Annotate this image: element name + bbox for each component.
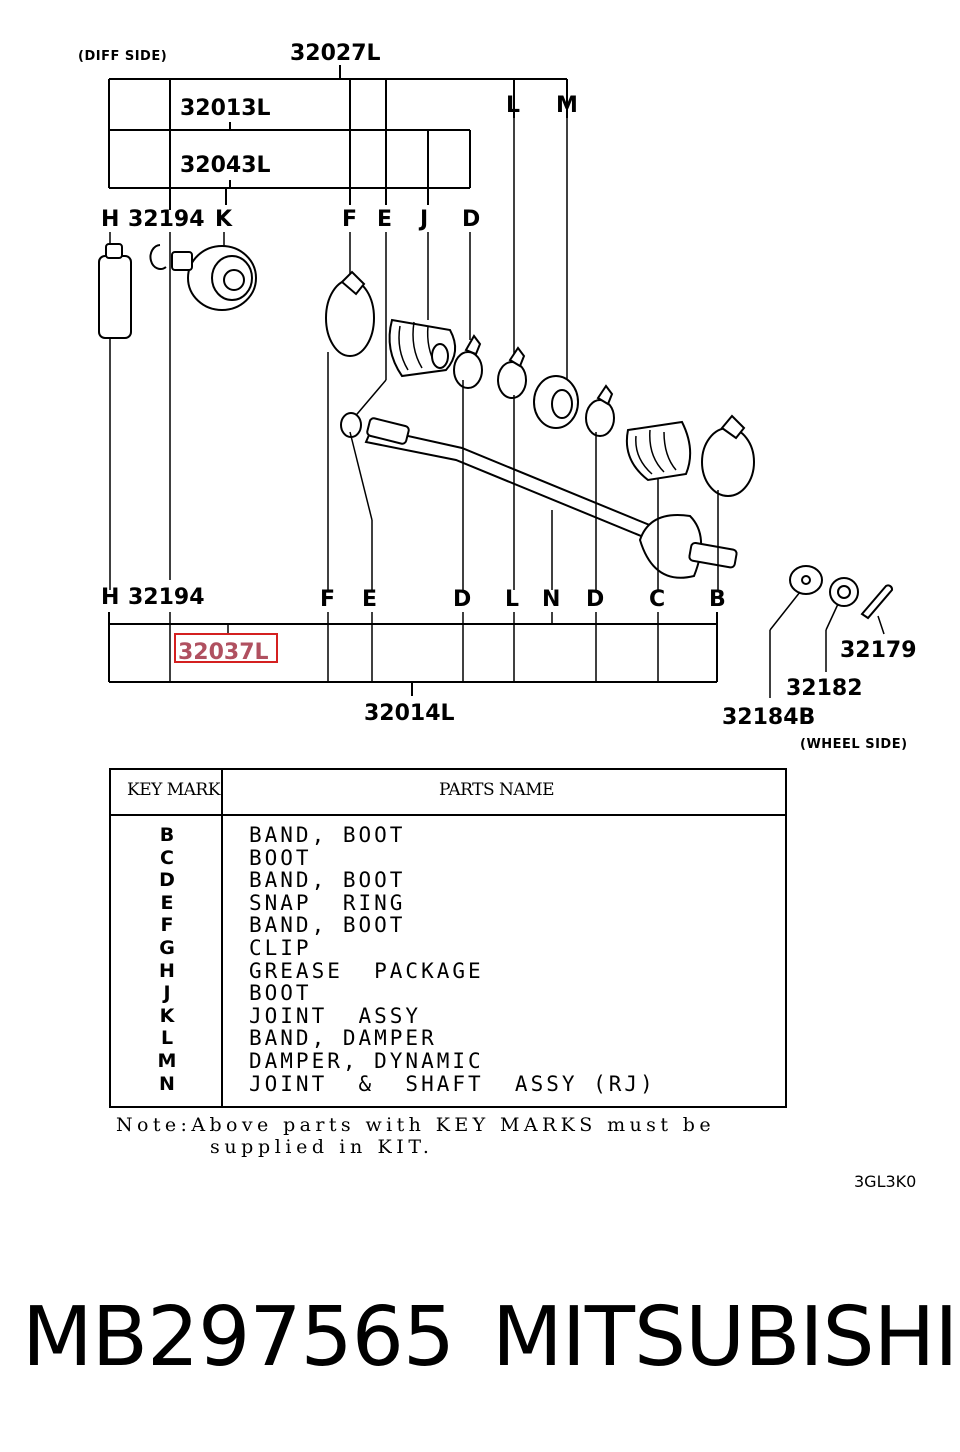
row-key: J — [163, 982, 171, 1005]
diff-side-label: (DIFF SIDE) — [78, 49, 167, 64]
header-parts-name: PARTS NAME — [439, 780, 555, 800]
bottom-key-N: N — [542, 587, 560, 612]
label-32182: 32182 — [786, 676, 863, 701]
cotter-pin-icon — [860, 584, 894, 620]
table-row: M DAMPER, DYNAMIC — [111, 1050, 785, 1073]
row-key: H — [159, 959, 175, 982]
table-column-divider — [221, 770, 223, 1106]
top-key-E: E — [377, 207, 392, 232]
outer-joint-icon — [638, 514, 738, 579]
row-key: L — [160, 1027, 174, 1050]
boot-inner-icon — [388, 318, 457, 378]
joint-assy-icon — [171, 245, 257, 311]
row-key: F — [160, 914, 174, 937]
table-row: H GREASE PACKAGE — [111, 958, 785, 983]
castle-nut-icon — [829, 577, 859, 607]
table-row: G CLIP — [111, 937, 785, 960]
shaft-icon — [364, 417, 654, 540]
row-key: C — [160, 846, 174, 869]
top-bracket-lines — [108, 65, 568, 210]
row-name: SNAP RING — [249, 890, 406, 915]
row-key: N — [159, 1072, 175, 1095]
top-key-J: J — [418, 207, 428, 232]
label-32043L: 32043L — [180, 153, 271, 178]
bottom-leader-lines — [327, 352, 885, 698]
clip-ring-icon — [149, 244, 167, 270]
table-row: L BAND, DAMPER — [111, 1027, 785, 1050]
top-key-M: M — [556, 93, 578, 118]
row-key: K — [159, 1004, 175, 1027]
table-row: D BAND, BOOT — [111, 869, 785, 892]
label-32014L: 32014L — [364, 701, 455, 726]
row-key: D — [159, 869, 175, 892]
label-32027L: 32027L — [290, 41, 381, 66]
row-name: BAND, BOOT — [249, 868, 406, 893]
row-name: CLIP — [249, 935, 312, 960]
damper-dynamic-icon — [533, 375, 579, 429]
band-boot-outer-icon — [701, 414, 755, 497]
row-key: E — [160, 891, 174, 914]
top-key-H: H — [101, 207, 119, 232]
bottom-key-F: F — [320, 587, 335, 612]
row-name: BAND, DAMPER — [249, 1026, 437, 1051]
label-32013L: 32013L — [180, 96, 271, 121]
bottom-key-B: B — [709, 587, 726, 612]
row-name: JOINT & SHAFT ASSY (RJ) — [249, 1071, 656, 1096]
top-key-K: K — [215, 207, 233, 232]
label-32184B: 32184B — [722, 705, 815, 730]
note-line-2: supplied in KIT. — [210, 1136, 434, 1158]
table-row: J BOOT — [111, 982, 785, 1005]
bottom-key-E: E — [362, 587, 377, 612]
top-key-D: D — [462, 207, 480, 232]
row-key: M — [157, 1049, 177, 1072]
label-32037L: 32037L — [178, 640, 269, 665]
label-32194-top: 32194 — [128, 207, 205, 232]
row-key: G — [159, 936, 175, 959]
diagram-ref-code: 3GL3K0 — [854, 1172, 917, 1191]
parts-table-rows: B BAND, BOOT C BOOT D BAND, BOOT E SNAP RING… — [111, 824, 785, 1095]
band-boot-small-icon — [453, 334, 483, 389]
table-row: E SNAP RING — [111, 892, 785, 915]
row-name: BAND, BOOT — [249, 913, 406, 938]
note-line-1: Note:Above parts with KEY MARKS must be — [116, 1114, 715, 1136]
bottom-key-H: H — [101, 585, 119, 610]
table-row: N JOINT & SHAFT ASSY (RJ) — [111, 1071, 785, 1096]
bottom-key-L: L — [505, 587, 519, 612]
row-name: BAND, BOOT — [249, 823, 406, 847]
top-key-L: L — [506, 93, 520, 118]
grease-package-icon — [98, 243, 132, 339]
row-name: BOOT — [249, 981, 312, 1006]
bottom-key-D1: D — [453, 587, 471, 612]
table-row: K JOINT ASSY — [111, 1005, 785, 1028]
washer-icon — [789, 565, 823, 595]
part-number: MB297565 — [22, 1290, 455, 1385]
row-key: B — [159, 824, 175, 846]
wheel-side-label: (WHEEL SIDE) — [800, 737, 908, 752]
row-name: BOOT — [249, 845, 312, 870]
boot-outer-icon — [626, 420, 692, 482]
row-name: GREASE PACKAGE — [249, 958, 484, 983]
kit-note: Note:Above parts with KEY MARKS must be … — [116, 1114, 715, 1158]
table-row: F BAND, BOOT — [111, 914, 785, 937]
label-32194-bottom: 32194 — [128, 585, 205, 610]
header-key-mark: KEY MARK — [127, 780, 220, 800]
row-name: JOINT ASSY — [249, 1003, 422, 1028]
band-boot-large-icon — [325, 270, 375, 357]
exploded-parts-diagram: (DIFF SIDE) (WHEEL SIDE) 32027L 32013L 3… — [78, 41, 917, 752]
band-damper-icon — [497, 346, 527, 399]
bottom-key-D2: D — [586, 587, 604, 612]
label-32179: 32179 — [840, 638, 917, 663]
table-row: C BOOT — [111, 845, 785, 870]
band-boot-wheel-icon — [585, 384, 615, 437]
row-name: DAMPER, DYNAMIC — [249, 1048, 484, 1073]
bottom-key-C: C — [649, 587, 665, 612]
parts-table-header: KEY MARK PARTS NAME — [111, 770, 785, 816]
brand-name: MITSUBISHI — [492, 1290, 958, 1385]
top-key-F: F — [342, 207, 357, 232]
highlight-box-32037L — [174, 633, 278, 663]
bottom-bracket-lines — [108, 612, 718, 696]
table-row: B BAND, BOOT — [111, 824, 785, 847]
